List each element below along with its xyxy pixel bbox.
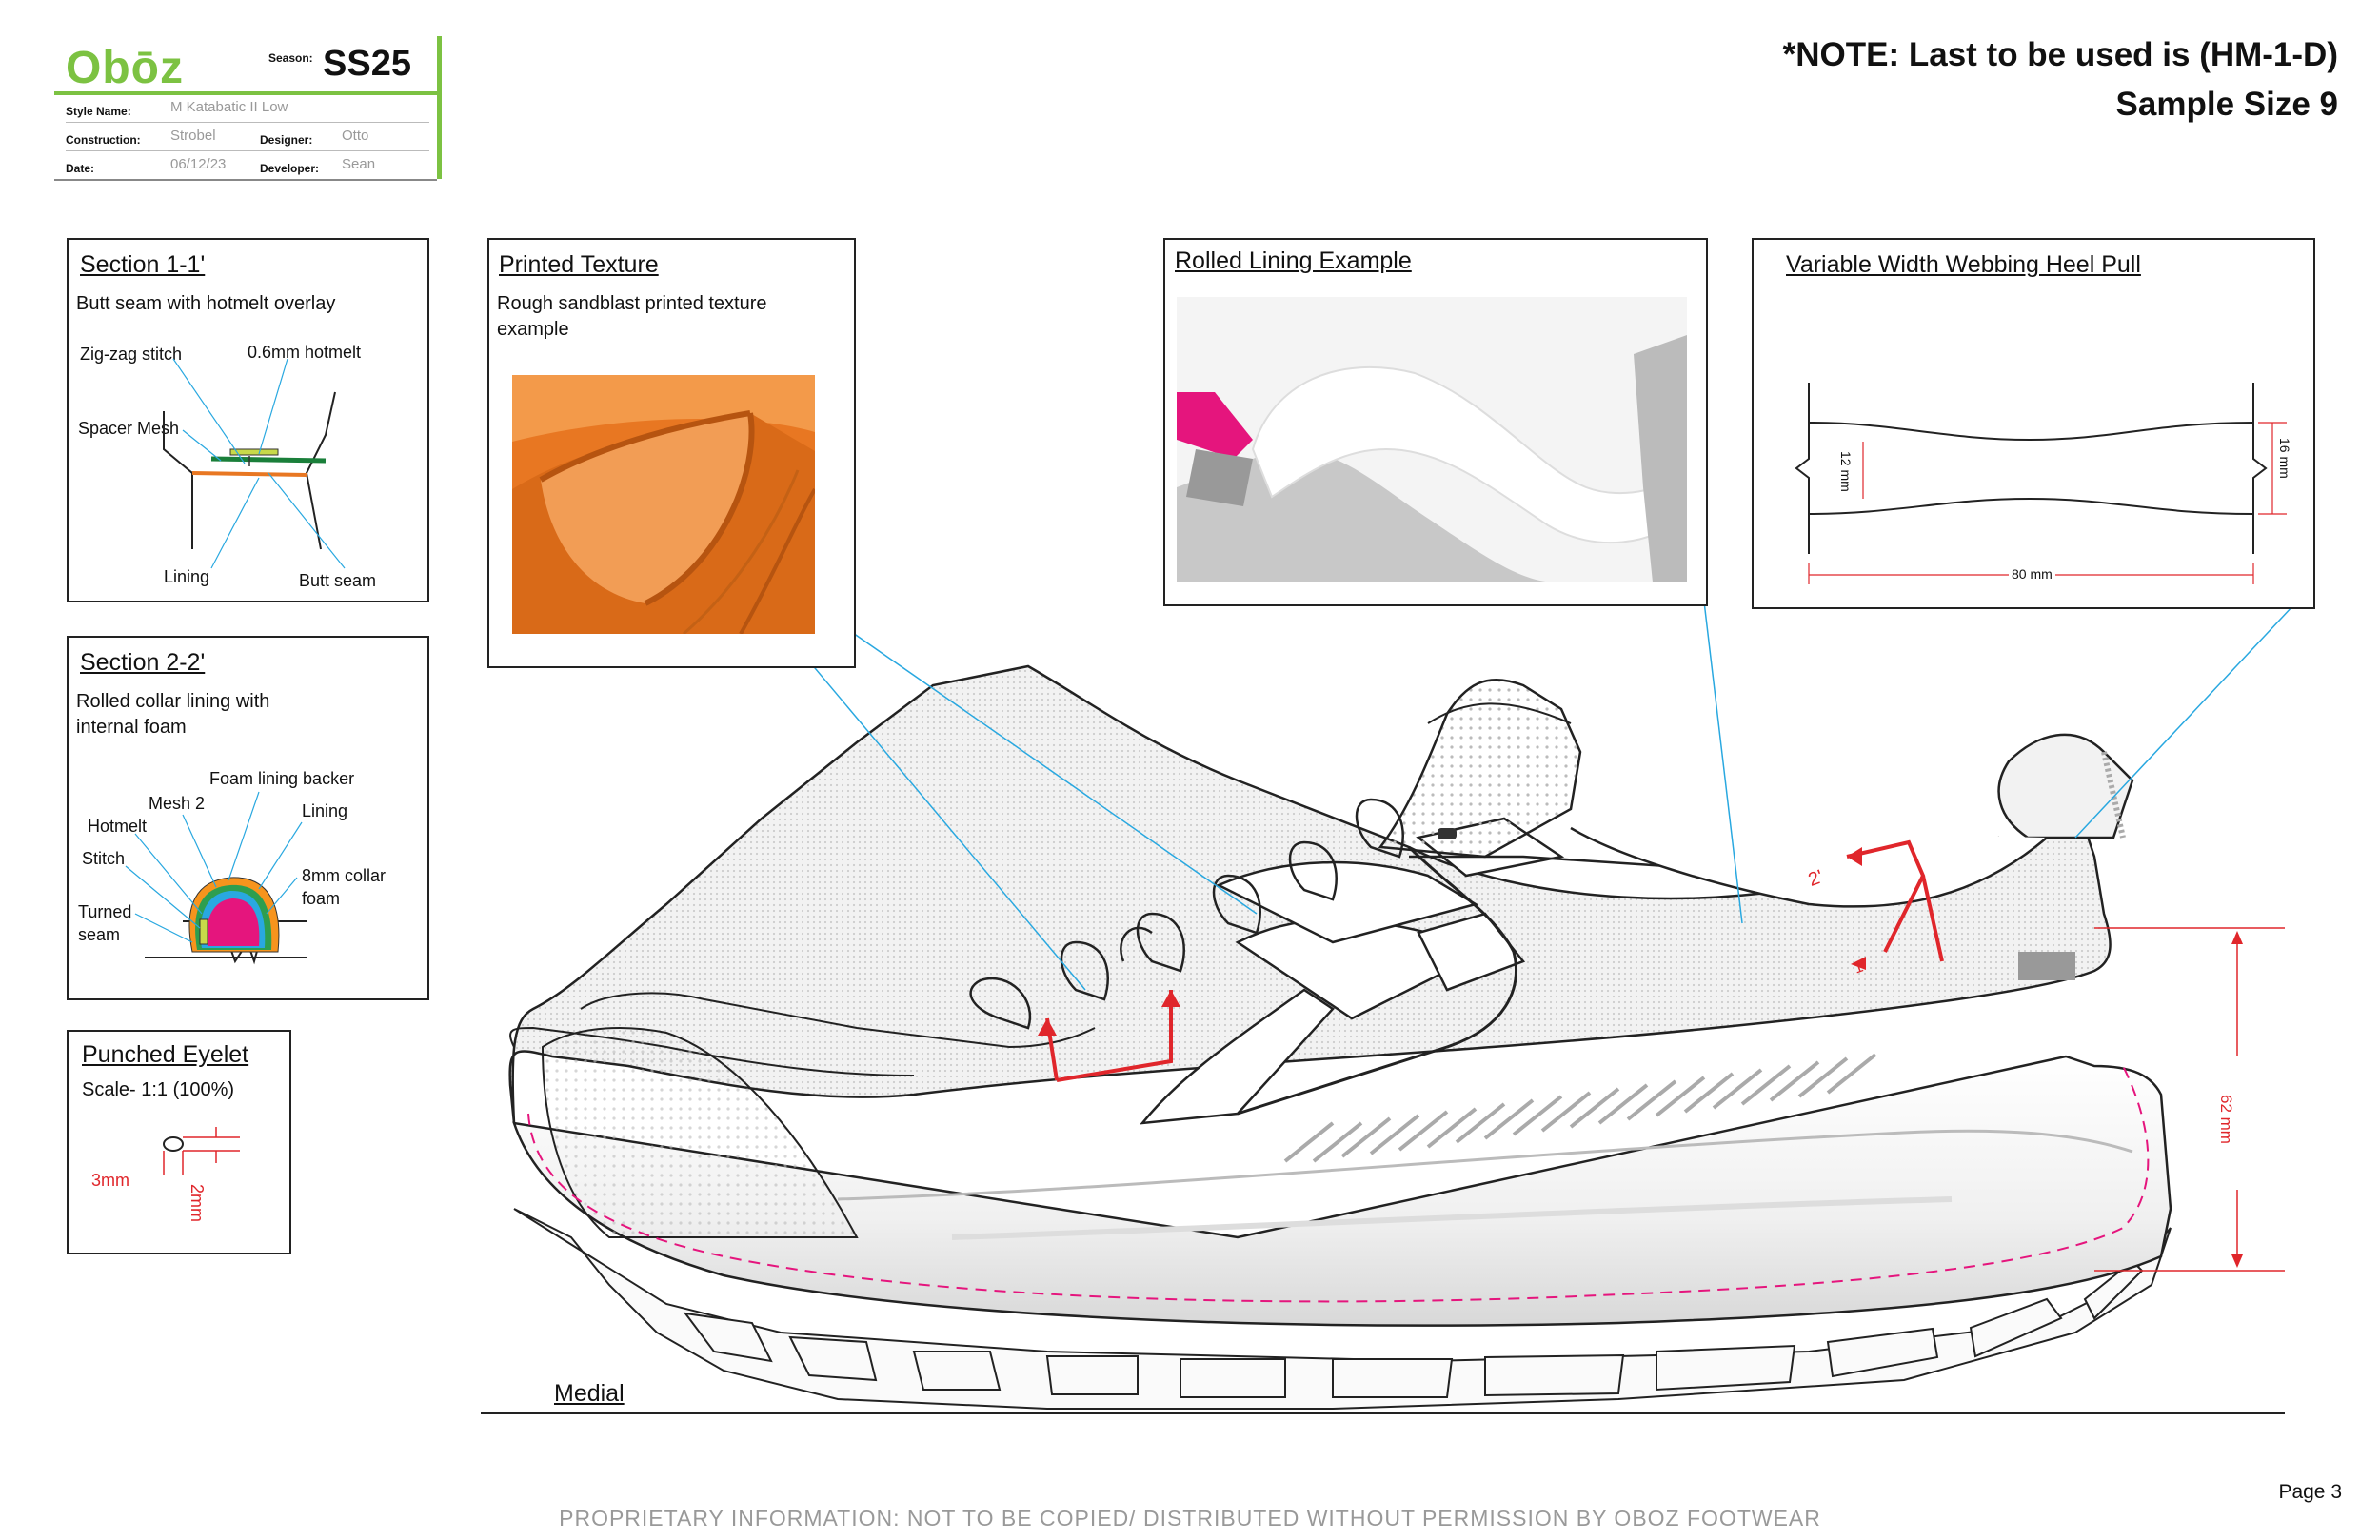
- season-label: Season:: [268, 51, 313, 65]
- printed-texture-desc-2: example: [497, 319, 569, 340]
- page-number: Page 3: [2278, 1481, 2342, 1503]
- style-name-label: Style Name:: [66, 105, 131, 118]
- label-hotmelt-2: Hotmelt: [88, 817, 148, 836]
- section-1-box: Section 1-1' Butt seam with hotmelt over…: [67, 238, 429, 602]
- last-note: *NOTE: Last to be used is (HM-1-D): [1782, 36, 2338, 73]
- section-2-subtitle-2: internal foam: [76, 717, 187, 738]
- rolled-lining-box: Rolled Lining Example: [1163, 238, 1708, 606]
- construction-label: Construction:: [66, 133, 141, 147]
- rolled-lining-title: Rolled Lining Example: [1175, 247, 1412, 274]
- section-1-title: Section 1-1': [80, 251, 206, 278]
- season-value: SS25: [323, 44, 411, 84]
- brand-logo: Obōz: [66, 43, 184, 93]
- heel-pull-title: Variable Width Webbing Heel Pull: [1786, 251, 2141, 278]
- midsole: [512, 1055, 2172, 1327]
- label-mesh-2: Mesh 2: [149, 794, 206, 813]
- label-hotmelt: 0.6mm hotmelt: [248, 343, 362, 362]
- view-label: Medial: [554, 1380, 625, 1407]
- laces: [969, 798, 1404, 1030]
- proprietary-footer: PROPRIETARY INFORMATION: NOT TO BE COPIE…: [559, 1506, 1821, 1530]
- eyelet-height: 2mm: [188, 1184, 207, 1222]
- printed-texture-box: Printed Texture Rough sandblast printed …: [487, 238, 856, 668]
- heel-badge: [2018, 952, 2075, 980]
- construction-row: Construction: Strobel Designer: Otto: [66, 124, 429, 151]
- rolled-lining-photo: [1177, 297, 1687, 582]
- heel-pull-length: 80 mm: [2009, 566, 2055, 582]
- sample-size-note: Sample Size 9: [2115, 86, 2338, 123]
- label-lining-2: Lining: [302, 801, 348, 820]
- tongue: [1378, 678, 1582, 859]
- stitch-line: [527, 1065, 2150, 1303]
- eyelet-diagram: [163, 1127, 240, 1175]
- eyelet-title: Punched Eyelet: [82, 1041, 249, 1068]
- label-foam: foam: [302, 889, 341, 908]
- section-1-subtitle: Butt seam with hotmelt overlay: [76, 293, 336, 314]
- spec-header: Obōz Season: SS25 Style Name: M Katabati…: [54, 36, 442, 181]
- section-2-box: Section 2-2' Rolled collar lining with i…: [67, 636, 429, 1000]
- header-bottom-rule: [54, 179, 437, 181]
- printed-texture-desc-1: Rough sandblast printed texture: [497, 293, 767, 314]
- printed-texture-title: Printed Texture: [499, 251, 659, 278]
- date-value: 06/12/23: [170, 156, 227, 172]
- butt-seam-diagram: [163, 358, 346, 569]
- heel-pull-box: Variable Width Webbing Heel Pull 80 mm 1…: [1752, 238, 2315, 609]
- label-lining: Lining: [164, 567, 210, 586]
- lace-eyelet-icon: [1438, 828, 1457, 839]
- developer-value: Sean: [342, 156, 376, 172]
- label-stitch: Stitch: [82, 849, 126, 868]
- style-name-row: Style Name: M Katabatic II Low: [66, 95, 429, 123]
- section-markers: [1045, 839, 1944, 1082]
- rolled-collar-diagram: [125, 791, 307, 965]
- construction-value: Strobel: [170, 128, 216, 144]
- heel-height-dimension: [2094, 927, 2285, 1272]
- label-foam-lining-backer: Foam lining backer: [209, 769, 355, 788]
- section-2-title: Section 2-2': [80, 649, 206, 676]
- style-name-value: M Katabatic II Low: [170, 99, 288, 115]
- punched-eyelet-box: Punched Eyelet Scale- 1:1 (100%) 3mm 2mm: [67, 1030, 291, 1254]
- heel-height-label: 62 mm: [2216, 1095, 2235, 1144]
- printed-texture-photo: [512, 375, 815, 634]
- date-label: Date:: [66, 162, 95, 175]
- label-turned: Turned: [78, 902, 132, 921]
- designer-label: Designer:: [260, 133, 313, 147]
- date-row: Date: 06/12/23 Developer: Sean: [66, 152, 429, 179]
- section-2-subtitle-1: Rolled collar lining with: [76, 691, 270, 712]
- heel-pull-diagram: [1795, 383, 2287, 584]
- heel-pull-narrow: 12 mm: [1838, 451, 1854, 492]
- callout-lines: [684, 513, 2295, 991]
- heel-pull-wide: 16 mm: [2277, 438, 2292, 479]
- label-seam: seam: [78, 925, 121, 944]
- developer-label: Developer:: [260, 162, 320, 175]
- label-8mm-collar: 8mm collar: [302, 866, 387, 885]
- header-divider: [54, 91, 437, 95]
- eyelet-width: 3mm: [91, 1171, 129, 1190]
- designer-value: Otto: [342, 128, 369, 144]
- eyelet-scale: Scale- 1:1 (100%): [82, 1079, 235, 1100]
- label-spacer-mesh: Spacer Mesh: [78, 419, 180, 438]
- label-zigzag-stitch: Zig-zag stitch: [80, 345, 183, 364]
- outsole-lugs: [513, 1208, 2172, 1410]
- label-butt-seam: Butt seam: [299, 571, 377, 590]
